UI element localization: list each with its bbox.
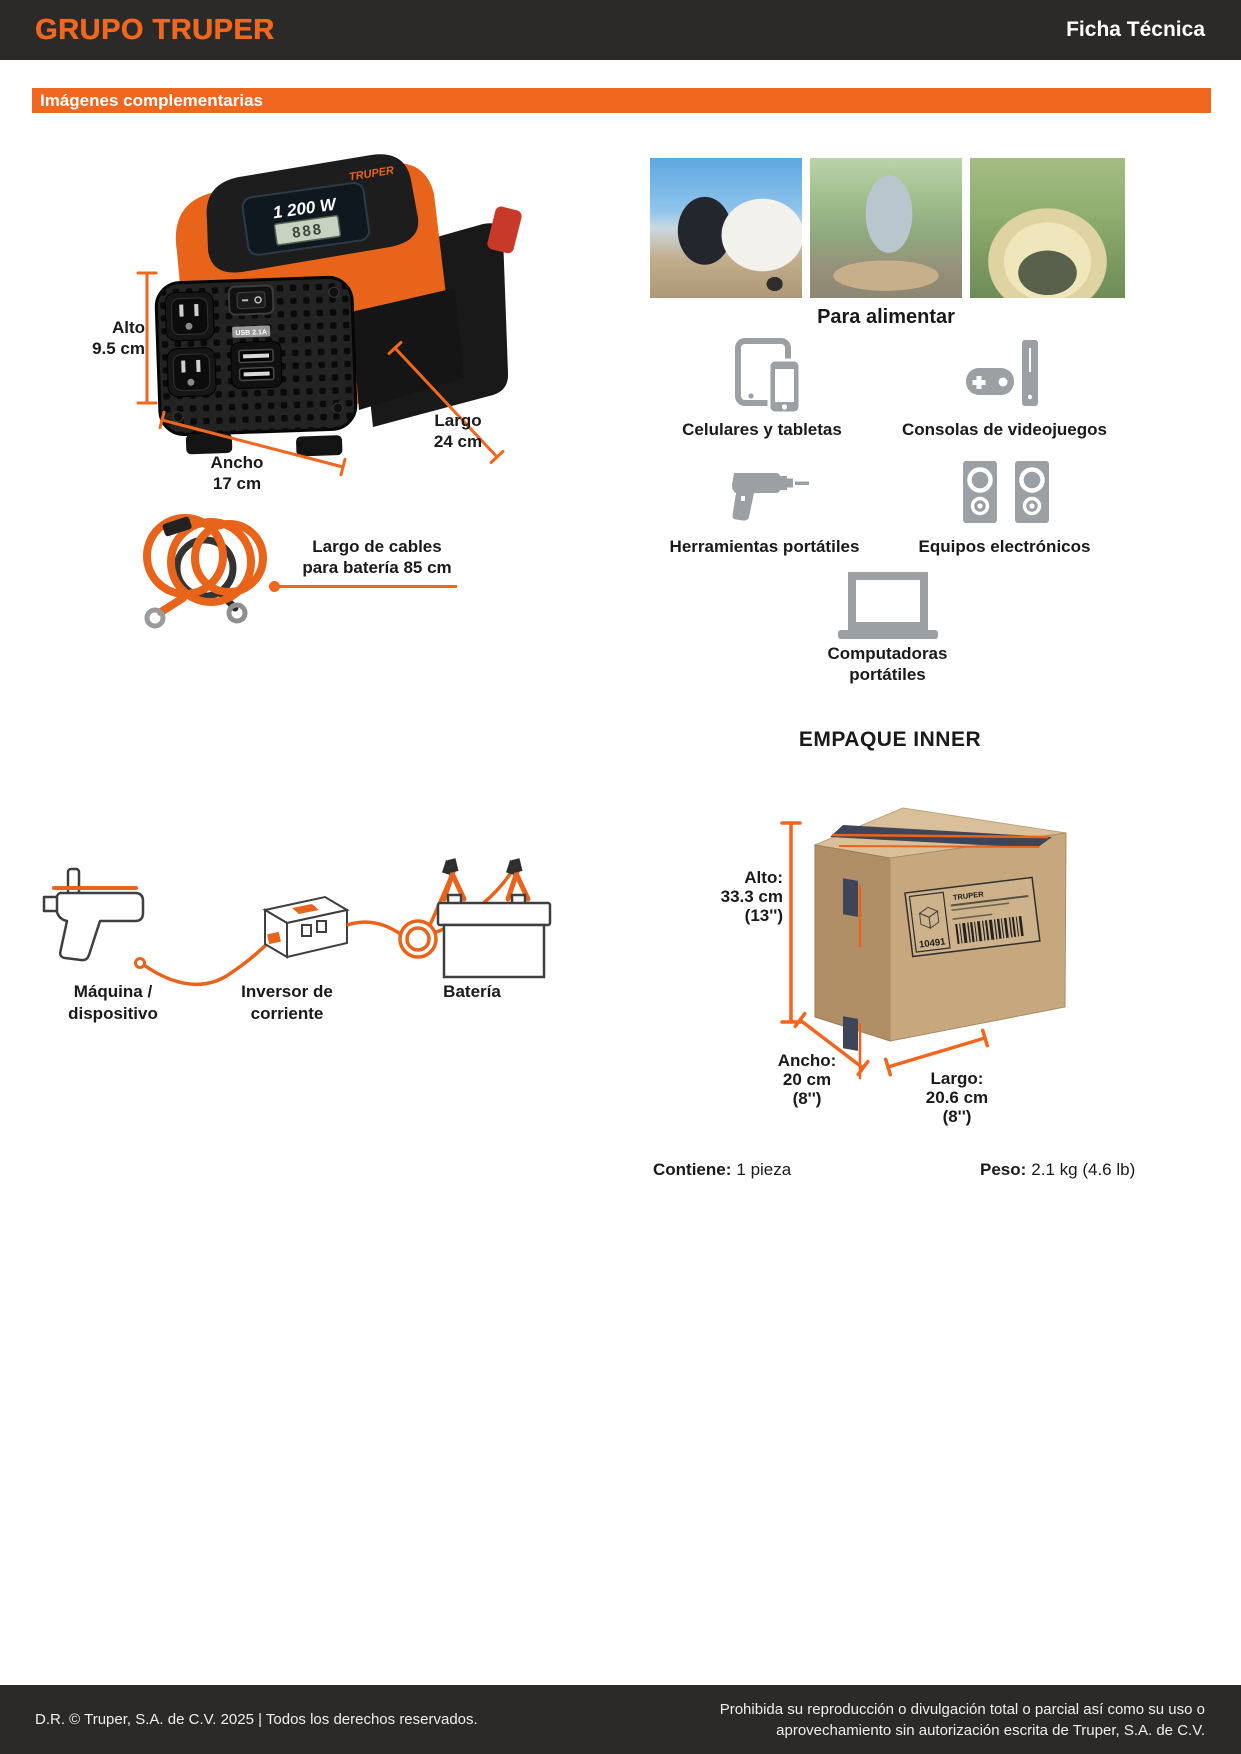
grupo-truper-logo: GRUPO TRUPER [35, 13, 275, 46]
speakers-icon [963, 461, 1049, 523]
section-banner: Imágenes complementarias [32, 88, 1211, 113]
dim-largo-label: Largo 24 cm [433, 411, 483, 451]
red-terminal-cover [487, 206, 522, 254]
leader-dot [269, 581, 280, 592]
ac-outlet [164, 291, 215, 342]
usb-label-text: USB 2.1A [235, 329, 267, 337]
ring-terminal [144, 607, 166, 629]
cable-length-note: Largo de cables para batería 85 cm [302, 537, 452, 577]
inverter-display: 1 200 W 888 [241, 181, 370, 256]
game-console-icon [966, 340, 1038, 406]
diagram-label-bateria: Batería [443, 982, 501, 1001]
power-switch [227, 284, 275, 316]
usb-ports [230, 340, 283, 390]
barcode [955, 916, 1024, 944]
packing-tape [843, 1016, 858, 1051]
drill-sketch [42, 867, 145, 962]
dim-ancho-label: Ancho 17 cm [210, 453, 264, 493]
contains-line: Contiene:1 pieza [653, 1160, 792, 1179]
packaging-title: EMPAQUE INNER [798, 728, 982, 751]
footer-legal: Prohibida su reproducción o divulgación … [719, 1700, 1205, 1739]
use-label-equipos: Equipos electrónicos [918, 537, 1091, 556]
uses-title: Para alimentar [817, 306, 955, 328]
box-label: 10491 TRUPER [904, 876, 1041, 958]
photo-circular-saw [810, 158, 962, 298]
inverter-product-image: TRUPER 1 200 W 888 [136, 154, 522, 477]
footer-copyright: D.R. © Truper, S.A. de C.V. 2025 | Todos… [35, 1711, 478, 1728]
dim-alto-label: Alto 9.5 cm [92, 318, 145, 358]
ring-terminal [226, 602, 248, 624]
inverter-side-band [351, 288, 464, 410]
box-sku: 10491 [919, 936, 947, 950]
dimension-lines [136, 271, 505, 477]
cable-connector [162, 516, 192, 537]
connection-diagram [42, 858, 552, 987]
clamp [505, 858, 531, 902]
lcd-value: 888 [291, 221, 324, 242]
box-alto-label: Alto: 33.3 cm (13'') [720, 868, 783, 925]
use-label-computadoras: Computadoras portátiles [827, 644, 948, 684]
photo-camping-tent [970, 158, 1125, 298]
laptop-icon [838, 572, 938, 639]
box-ancho-label: Ancho: 20 cm (8'') [777, 1051, 837, 1108]
inverter-front-panel: USB 2.1A [154, 275, 358, 457]
weight-line: Peso:2.1 kg (4.6 lb) [980, 1160, 1136, 1179]
footer-bar: D.R. © Truper, S.A. de C.V. 2025 | Todos… [0, 1685, 1241, 1754]
use-label-herramientas: Herramientas portátiles [669, 537, 860, 556]
box-brand: TRUPER [952, 889, 984, 902]
photo-laptop-in-car [650, 158, 802, 298]
clamp [441, 858, 467, 902]
box-largo-label: Largo: 20.6 cm (8'') [925, 1069, 989, 1126]
inner-box-image: 10491 TRUPER [780, 807, 1067, 1080]
lcd-screen [273, 214, 342, 246]
battery-cables-image [143, 514, 267, 629]
phone-tablet-icon [735, 338, 802, 415]
use-label-celulares: Celulares y tabletas [682, 420, 842, 439]
mounting-foot [185, 433, 233, 455]
ac-outlet [166, 347, 217, 398]
battery-sketch [436, 893, 552, 979]
doc-type-title: Ficha Técnica [1066, 18, 1205, 41]
leader-line [279, 585, 457, 588]
diagram-label-maquina: Máquina / dispositivo [68, 982, 158, 1023]
use-label-consolas: Consolas de videojuegos [902, 420, 1107, 439]
section-title: Imágenes complementarias [40, 91, 263, 110]
drill-icon [732, 473, 809, 521]
box-dimension-lines [780, 821, 990, 1077]
mounting-foot [296, 435, 343, 457]
header-bar: GRUPO TRUPER Ficha Técnica [0, 0, 1241, 60]
diagram-label-inversor: Inversor de corriente [241, 982, 333, 1023]
usb-label-chip [232, 325, 271, 338]
packing-tape [843, 878, 858, 917]
